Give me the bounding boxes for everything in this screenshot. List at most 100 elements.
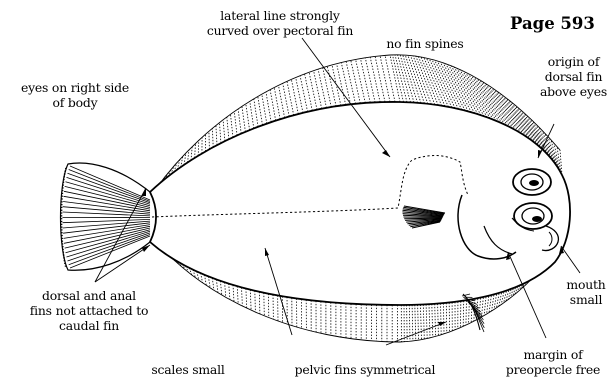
fin-ray xyxy=(255,291,256,312)
fin-ray xyxy=(420,305,421,340)
fin-ray xyxy=(233,285,234,302)
fin-ray xyxy=(429,304,430,338)
label-line: no fin spines xyxy=(360,36,490,51)
fin-ray xyxy=(346,62,355,104)
fin-ray xyxy=(429,59,452,108)
fin-ray xyxy=(212,128,213,147)
fin-ray xyxy=(370,57,380,102)
fin-ray xyxy=(237,286,238,304)
fin-ray xyxy=(229,284,230,300)
fin-ray xyxy=(405,55,421,103)
fin-ray xyxy=(426,304,427,338)
fin-ray xyxy=(418,57,438,106)
label-line: eyes on right side xyxy=(0,80,150,95)
fin-ray xyxy=(191,147,192,161)
fin-ray xyxy=(365,58,375,103)
fin-ray xyxy=(225,282,226,297)
label-line: caudal fin xyxy=(0,318,178,333)
fin-ray xyxy=(451,66,478,114)
fin-ray xyxy=(423,305,424,340)
fish-body-outline xyxy=(150,102,570,305)
upper-eye xyxy=(513,169,551,195)
fin-ray xyxy=(484,297,486,316)
label-line: small xyxy=(560,292,612,307)
fin-ray xyxy=(443,303,444,334)
fin-ray xyxy=(494,294,497,309)
fin-ray xyxy=(238,109,241,134)
fin-ray xyxy=(398,55,411,103)
fin-ray xyxy=(305,74,313,111)
fin-ray xyxy=(314,71,322,109)
fin-ray xyxy=(407,305,408,342)
label-no-fin-spines: no fin spines xyxy=(360,36,490,51)
label-scales-small: scales small xyxy=(118,362,258,377)
fin-ray xyxy=(231,114,234,137)
label-line: dorsal and anal xyxy=(0,288,178,303)
label-dorsal-origin: origin of dorsal fin above eyes xyxy=(535,54,612,99)
fin-ray xyxy=(250,290,251,310)
label-line: of body xyxy=(0,95,150,110)
fin-ray xyxy=(404,217,443,218)
label-fins-not-attached: dorsal and anal fins not attached to cau… xyxy=(0,288,178,333)
fin-ray xyxy=(234,112,237,136)
fin-ray xyxy=(487,296,489,314)
label-line: above eyes xyxy=(535,84,612,99)
fin-ray xyxy=(380,56,390,102)
fin-ray xyxy=(466,301,467,326)
fin-ray xyxy=(435,304,436,336)
fin-ray xyxy=(227,117,229,139)
label-line: preopercle free xyxy=(494,362,612,377)
label-line: pelvic fins symmetrical xyxy=(270,362,460,377)
fin-ray xyxy=(262,94,267,123)
fin-ray xyxy=(351,60,361,103)
fin-ray xyxy=(216,279,218,292)
fin-ray xyxy=(220,123,221,144)
label-line: scales small xyxy=(118,362,258,377)
fin-ray xyxy=(264,293,265,316)
label-line: margin of xyxy=(494,347,612,362)
fin-ray xyxy=(212,278,214,290)
label-margin-preopercle: margin of preopercle free xyxy=(494,347,612,377)
label-line: mouth xyxy=(560,277,612,292)
fin-ray xyxy=(415,305,416,341)
label-line: fins not attached to xyxy=(0,303,178,318)
fin-ray xyxy=(385,55,395,102)
fin-ray xyxy=(254,99,258,127)
lower-eye xyxy=(514,203,552,229)
fin-ray xyxy=(209,131,210,149)
fin-ray xyxy=(463,301,464,327)
label-pelvic-symmetrical: pelvic fins symmetrical xyxy=(270,362,460,377)
fin-ray xyxy=(361,59,371,103)
fin-ray xyxy=(471,300,472,323)
fin-ray xyxy=(279,85,285,117)
label-eyes-right-side: eyes on right side of body xyxy=(0,80,150,110)
label-lateral-line: lateral line strongly curved over pector… xyxy=(165,8,395,38)
fin-ray xyxy=(250,101,254,128)
fin-ray xyxy=(441,303,442,334)
fin-ray xyxy=(259,292,260,314)
fin-ray xyxy=(356,60,366,104)
fin-ray xyxy=(266,92,271,122)
fin-ray xyxy=(327,66,336,106)
fin-ray xyxy=(323,68,332,107)
fin-ray xyxy=(390,55,400,102)
fin-ray xyxy=(482,298,484,317)
fin-ray xyxy=(242,287,243,306)
page-label: Page 593 xyxy=(510,14,595,33)
fin-ray xyxy=(421,57,442,106)
label-line: dorsal fin xyxy=(535,69,612,84)
fin-ray xyxy=(208,276,210,288)
fin-ray xyxy=(412,305,413,341)
fin-ray xyxy=(223,120,225,141)
fin-ray xyxy=(492,295,494,311)
fin-ray xyxy=(318,69,326,108)
fin-ray xyxy=(309,72,317,109)
fin-ray xyxy=(432,304,433,337)
label-mouth-small: mouth small xyxy=(560,277,612,307)
fin-ray xyxy=(258,97,263,126)
label-line: lateral line strongly xyxy=(165,8,395,23)
fin-ray xyxy=(246,289,247,309)
fin-ray xyxy=(337,64,346,105)
fin-ray xyxy=(246,104,250,130)
fin-ray xyxy=(270,90,276,121)
